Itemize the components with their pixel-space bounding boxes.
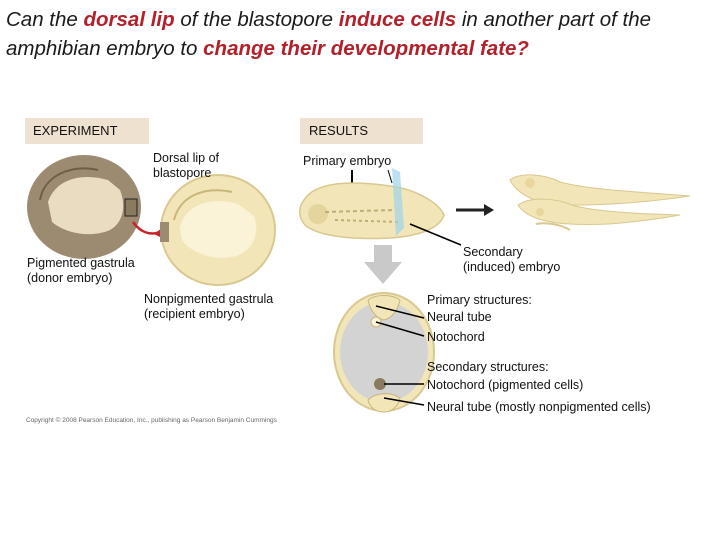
copyright-notice: Copyright © 2008 Pearson Education, Inc.… [26,417,277,424]
recipient-gastrula-graphic [160,174,276,286]
results-header: RESULTS [300,118,423,144]
experiment-header-label: EXPERIMENT [33,123,118,138]
experiment-header: EXPERIMENT [25,118,149,144]
label-primary-structures: Primary structures: [427,293,532,307]
label-neural-tube: Neural tube [427,310,492,324]
title-highlight-dorsal-lip: dorsal lip [83,8,175,31]
results-header-label: RESULTS [309,123,368,138]
down-arrow [364,245,402,284]
title-part-3: in another part of the amphibian embryo … [6,8,652,60]
label-notochord-pigmented: Notochord (pigmented cells) [427,378,584,392]
label-neural-tube-nonpigmented: Neural tube (mostly nonpigmented cells) [427,400,651,414]
label-dorsal-lip: Dorsal lip of blastopore [153,151,219,180]
question-title: Can the dorsal lip of the blastopore ind… [6,5,706,63]
title-part-2: of the blastopore [174,8,339,31]
tadpoles-graphic [509,174,691,231]
title-part-1: Can the [6,8,84,31]
label-nonpigmented-gastrula: Nonpigmented gastrula (recipient embryo) [144,292,274,321]
title-highlight-change-fate: change their developmental fate? [203,37,529,60]
label-pigmented-gastrula: Pigmented gastrula (donor embryo) [27,256,135,285]
label-primary-embryo: Primary embryo [303,154,392,168]
label-notochord: Notochord [427,330,485,344]
title-highlight-induce-cells: induce cells [338,8,457,31]
donor-gastrula-graphic [27,155,141,259]
label-secondary-structures: Secondary structures: [427,360,549,374]
cross-section-graphic [333,292,435,413]
primary-embryo-graphic [299,168,445,240]
label-secondary-embryo: Secondary (induced) embryo [463,245,561,274]
